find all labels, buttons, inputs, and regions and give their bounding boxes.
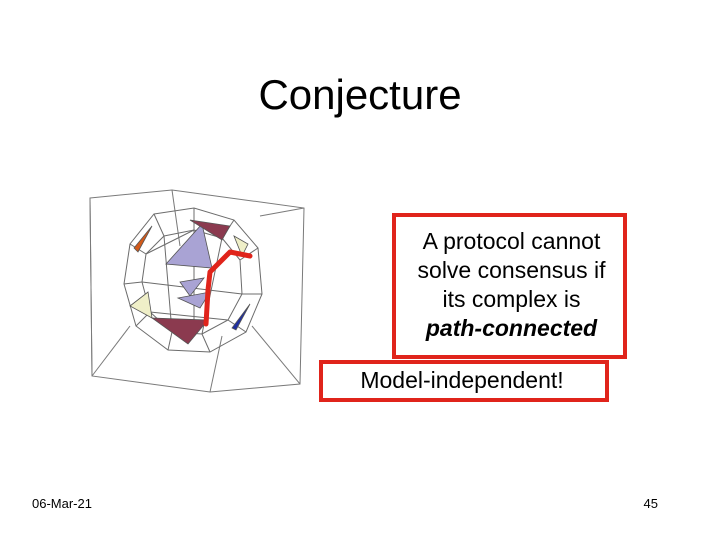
claim-line: solve consensus if <box>417 257 606 283</box>
face-cream-right <box>233 235 249 257</box>
face-orange-edge <box>133 225 153 253</box>
note-box <box>319 360 609 402</box>
face-lavender-top <box>165 223 213 269</box>
red-path <box>203 249 253 327</box>
claim-text: A protocol cannot solve consensus if its… <box>394 227 629 343</box>
face-maroon-top <box>189 219 231 241</box>
footer-date: 06-Mar-21 <box>32 496 92 511</box>
face-maroon-bottom <box>150 317 209 345</box>
face-lavender-mid <box>179 277 205 297</box>
face-cream-left <box>129 291 153 319</box>
model-independent-note: Model-independent! <box>360 367 564 393</box>
bounding-cube <box>89 189 305 393</box>
claim-emphasis: path-connected <box>425 315 598 341</box>
claim-line: its complex is <box>442 286 581 312</box>
slide-title: Conjecture <box>0 70 720 120</box>
colored-faces <box>129 219 251 345</box>
slide-title-text: Conjecture <box>258 71 462 118</box>
complex-figure <box>89 189 305 393</box>
page-number: 45 <box>643 496 658 511</box>
claim-line: A protocol cannot <box>422 228 601 254</box>
claim-box <box>392 213 627 359</box>
face-blue-edge <box>231 303 251 331</box>
